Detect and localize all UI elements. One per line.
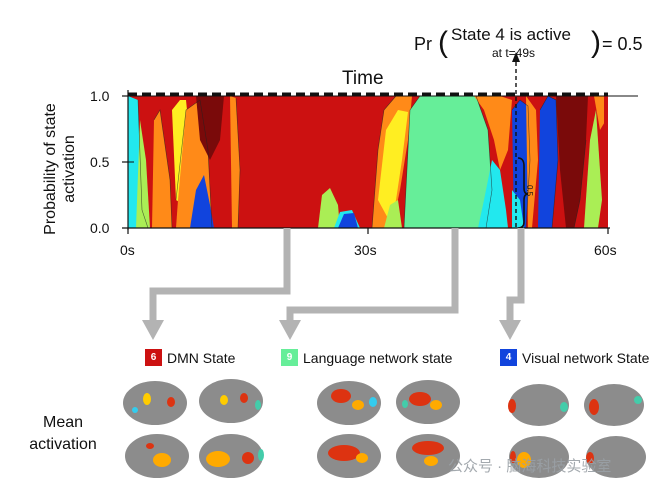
cyan-state-area-left [128, 96, 148, 228]
visual-state-area-1 [190, 175, 214, 228]
mean-activation-label: Mean activation [18, 412, 108, 456]
yellow-state-area-2 [378, 110, 408, 222]
visual-state-label: Visual network State [522, 349, 650, 366]
formula-state-text: State 4 is active [451, 25, 572, 44]
language-state-label: Language network state [303, 349, 453, 366]
formula-prefix: Pr [414, 34, 432, 54]
language-state-area [404, 96, 492, 228]
lime-state-area-right [584, 110, 602, 228]
darkred-state-area-1 [196, 96, 224, 160]
state-probability-chart [128, 92, 608, 229]
x-tick-label: 60s [594, 242, 617, 258]
lime-state-area-2 [384, 200, 402, 228]
dmn-brain-maps [123, 379, 264, 478]
x-tick-label: 0s [120, 242, 135, 258]
dmn-state-area-end [604, 96, 608, 228]
probability-brace [517, 157, 529, 229]
orange-state-area-5 [474, 96, 512, 170]
visual-brain-maps [508, 384, 646, 478]
darkred-state-area-2 [556, 96, 588, 228]
y-axis-label-line-2: activation [61, 135, 78, 203]
language-state-badge: 9 [281, 349, 298, 366]
y-axis-label: Probability of state activation [41, 89, 79, 249]
legend-language-state: 9 Language network state [281, 349, 452, 366]
y-tick-label: 0.0 [90, 220, 110, 236]
y-tick-label: 0.5 [90, 154, 110, 170]
formula-close-paren: ) [591, 26, 601, 59]
legend-visual-state: 4 Visual network State [500, 349, 649, 366]
visual-state-area-4 [538, 96, 558, 228]
visual-state-badge: 4 [500, 349, 517, 366]
legend-dmn-state: 6 DMN State [145, 349, 235, 366]
mean-activation-line-2: activation [29, 436, 97, 453]
orange-state-area-1 [152, 110, 172, 228]
cyan-state-area-right [478, 160, 508, 228]
cyan-state-area-right-2 [512, 190, 524, 228]
formula-equals: = 0.5 [602, 34, 643, 54]
formula-open-paren: ( [438, 26, 448, 59]
lime-state-area-mid [318, 188, 340, 228]
y-axis-label-line-1: Probability of state [42, 103, 59, 235]
watermark-text: 公众号 · 脑海科技实验室 [448, 458, 612, 475]
chart-title: Time [342, 68, 384, 89]
language-brain-maps [317, 380, 460, 478]
dmn-state-badge: 6 [145, 349, 162, 366]
mean-activation-line-1: Mean [42, 414, 84, 431]
orange-state-area-7 [594, 96, 606, 130]
time-marker-arrowhead [512, 52, 520, 62]
formula-time-text: at t=49s [492, 46, 536, 60]
arrow-to-dmn [149, 228, 291, 322]
y-tick-label: 1.0 [90, 88, 110, 104]
arrowhead-language [279, 320, 301, 340]
arrowhead-visual [499, 320, 521, 340]
visual-state-area-2 [338, 213, 358, 228]
arrowhead-dmn [142, 320, 164, 340]
arrow-to-visual [506, 228, 525, 322]
arrow-to-language [286, 228, 459, 322]
x-tick-label: 30s [354, 242, 377, 258]
brace-label: 0.5 [525, 184, 535, 197]
dmn-state-label: DMN State [167, 349, 236, 366]
